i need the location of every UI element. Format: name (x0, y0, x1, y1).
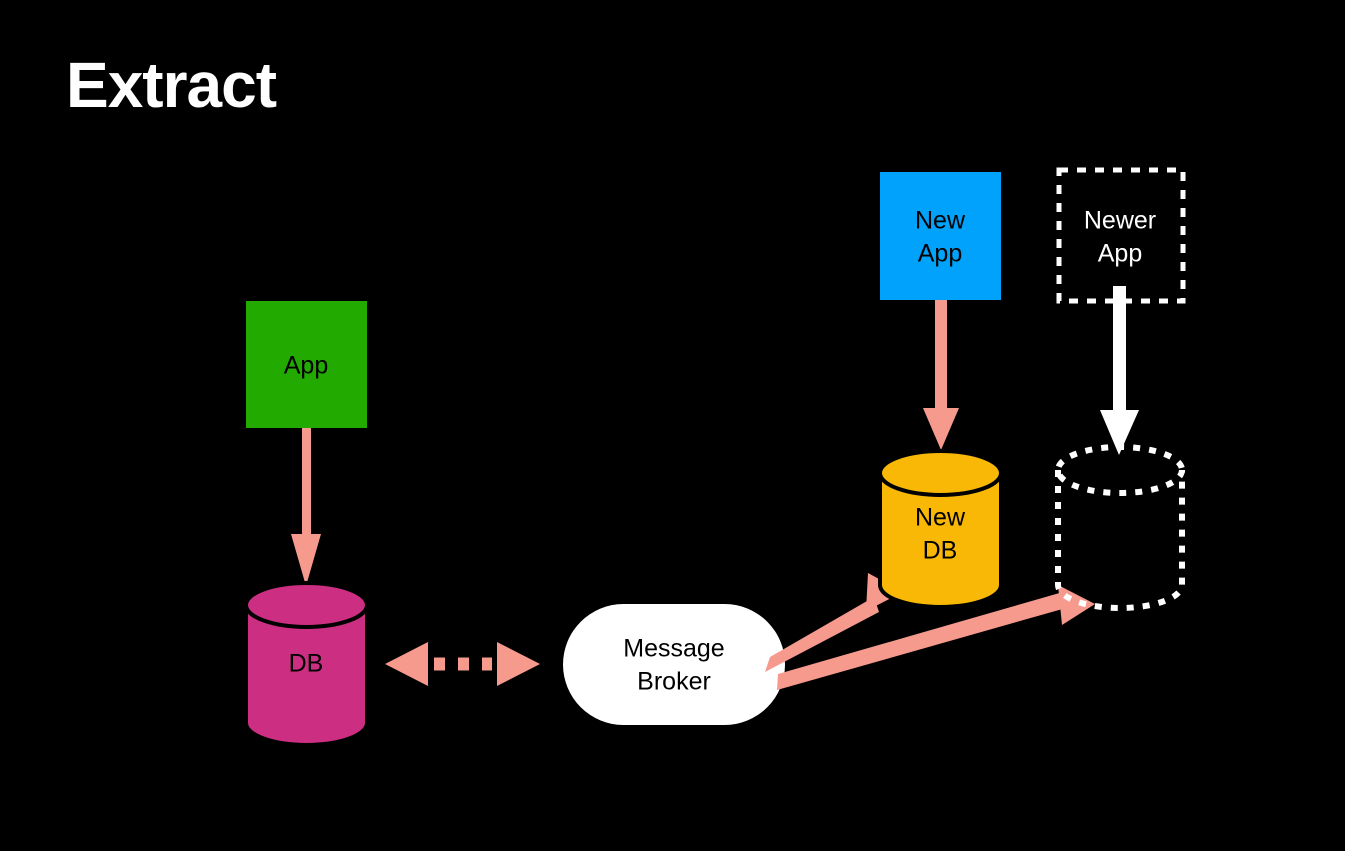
edge-app-to-db (291, 418, 321, 586)
node-newer-app-label-line1: Newer (1084, 207, 1156, 235)
node-new-app[interactable]: New App (880, 172, 1001, 300)
node-db-label: DB (289, 650, 324, 678)
node-message-broker-label-line1: Message (623, 635, 724, 663)
edge-db-to-message-broker (385, 642, 540, 686)
node-app-label: App (284, 352, 328, 380)
node-app[interactable]: App (246, 301, 367, 428)
node-new-app-label-line1: New (915, 207, 966, 235)
node-message-broker-label-line2: Broker (637, 668, 711, 696)
node-message-broker[interactable]: Message Broker (563, 604, 785, 725)
node-db[interactable]: DB (244, 581, 369, 747)
page-title: Extract (66, 49, 277, 121)
node-new-db-label-line2: DB (923, 537, 958, 565)
node-new-db[interactable]: New DB (878, 449, 1003, 609)
edge-newer-app-to-newer-db (1100, 286, 1139, 455)
node-newer-app[interactable]: Newer App (1056, 167, 1186, 304)
node-new-app-label-line2: App (918, 240, 962, 268)
node-newer-db[interactable] (1055, 444, 1185, 611)
node-new-db-label-line1: New (915, 504, 966, 532)
node-newer-app-label-line2: App (1098, 240, 1142, 268)
edge-new-app-to-new-db (923, 290, 959, 450)
